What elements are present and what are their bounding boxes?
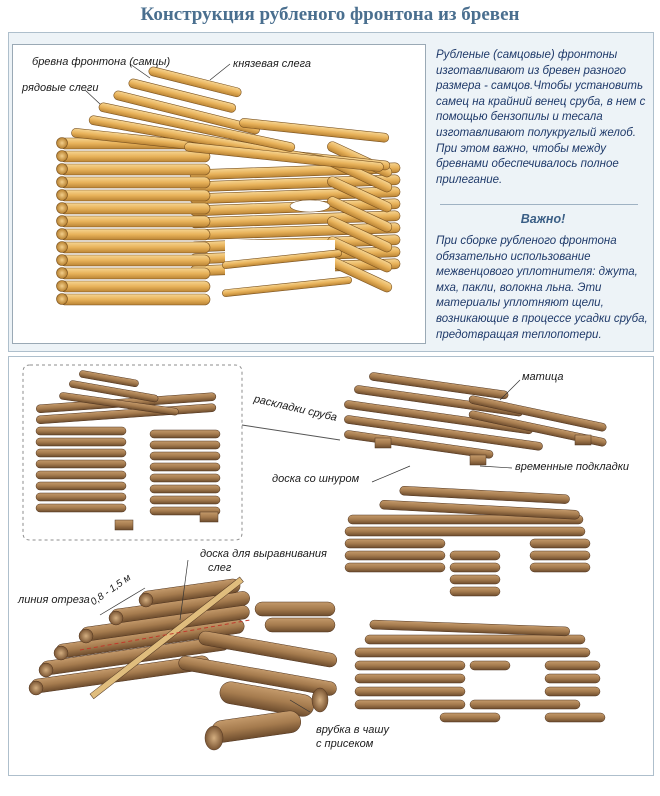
label-temp-pads: временные подкладки — [515, 461, 630, 473]
label-ridge-purlin: князевая слега — [233, 58, 312, 70]
top-log-house — [56, 66, 401, 306]
assembled-frame — [354, 619, 606, 723]
label-notch-2: с присеком — [316, 738, 374, 750]
important-text: При сборке рубленого фронтона обязательн… — [436, 235, 648, 341]
frame-layout-inset — [22, 364, 243, 541]
label-gable-logs: бревна фронтона (самцы) — [32, 56, 171, 68]
label-leveling-board-1: доска для выравнивания — [200, 548, 327, 560]
label-beam: матица — [522, 371, 564, 383]
label-cut-line: линия отреза — [18, 594, 90, 606]
beam-layout — [344, 372, 607, 466]
partial-frame — [344, 485, 591, 597]
description-text: Рубленые (самцовые) фронтоны изготавлива… — [436, 49, 646, 186]
label-notch-1: врубка в чашу — [316, 724, 390, 736]
distance-marker — [99, 587, 146, 616]
important-heading: Важно! — [520, 212, 566, 226]
page-title: Конструкция рубленого фронтона из бревен — [140, 4, 520, 25]
label-leveling-board-2: слег — [208, 562, 232, 574]
gable-logs-detail — [28, 576, 338, 751]
divider — [440, 204, 638, 205]
label-row-purlins: рядовые слеги — [22, 82, 99, 94]
label-string-board: доска со шнуром — [272, 473, 360, 485]
